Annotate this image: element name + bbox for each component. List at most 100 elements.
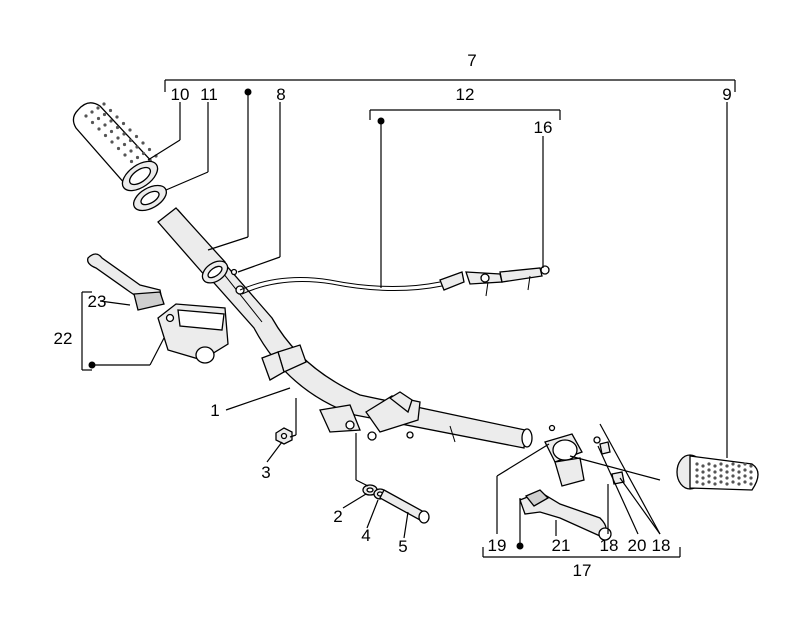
- grip-texture-dot: [749, 470, 753, 474]
- grip-texture-dot: [749, 482, 753, 486]
- grip-texture-dot: [701, 470, 705, 474]
- grip-texture-dot: [719, 468, 723, 472]
- grip-texture-dot: [737, 470, 741, 474]
- grip-texture-dot: [707, 462, 711, 466]
- callout-11: 11: [200, 85, 218, 104]
- grip-texture-dot: [128, 138, 133, 143]
- reference-dot: [244, 88, 252, 96]
- callout-12: 12: [456, 85, 475, 104]
- grip-texture-dot: [115, 125, 120, 130]
- grip-texture-dot: [701, 482, 705, 486]
- grip-texture-dot: [725, 476, 729, 480]
- grip-texture-dot: [743, 480, 747, 484]
- grip-texture-dot: [122, 132, 126, 136]
- grip-texture-dot: [743, 474, 747, 478]
- callout-2: 2: [333, 507, 342, 526]
- grip-texture-dot: [109, 129, 114, 134]
- grip-texture-dot: [695, 468, 699, 472]
- bracket-group-7: [164, 79, 736, 92]
- reference-dot: [88, 361, 96, 369]
- bracket-group-12: [369, 109, 561, 120]
- throttle-tube: [157, 207, 245, 295]
- grip-texture-dot: [97, 127, 101, 131]
- grip-texture-dot: [96, 116, 101, 121]
- grip-texture-dot: [134, 134, 139, 139]
- left-grip: [72, 102, 159, 192]
- reference-dot: [516, 542, 524, 550]
- grip-texture-dot: [749, 476, 753, 480]
- right-lever-assembly: [519, 424, 625, 541]
- callout-5: 5: [398, 537, 407, 556]
- callout-19: 19: [488, 536, 507, 555]
- leader-lines: [92, 92, 728, 546]
- grip-texture-dot: [103, 123, 107, 127]
- callout-18-right: 18: [652, 536, 671, 555]
- grip-texture-dot: [743, 468, 747, 472]
- bracket-group-17: [482, 547, 681, 558]
- grip-texture-dot: [90, 120, 95, 125]
- grip-texture-dot: [707, 474, 711, 478]
- grip-texture-dot: [147, 147, 152, 152]
- grip-texture-dot: [695, 462, 699, 466]
- master-cylinder: [157, 303, 229, 364]
- grip-texture-dot: [129, 159, 134, 164]
- grip-texture-dot: [719, 474, 723, 478]
- grip-texture-dot: [129, 149, 133, 153]
- grip-texture-dot: [731, 474, 735, 478]
- ring-washer: [132, 184, 168, 212]
- grip-texture-dot: [121, 121, 126, 126]
- nut: [275, 427, 293, 445]
- grip-texture-dot: [96, 106, 100, 110]
- grip-texture-dot: [725, 470, 729, 474]
- callout-23: 23: [88, 292, 107, 311]
- callout-16: 16: [534, 118, 553, 137]
- callout-18-left: 18: [600, 536, 619, 555]
- callout-8: 8: [276, 85, 285, 104]
- grip-texture-dot: [122, 142, 127, 147]
- washers-and-bolt: [362, 484, 430, 524]
- grip-texture-dot: [123, 153, 127, 157]
- grip-texture-dot: [713, 476, 717, 480]
- callout-9: 9: [722, 85, 731, 104]
- grip-texture-dot: [737, 482, 741, 486]
- grip-texture-dot: [737, 476, 741, 480]
- grip-texture-dot: [115, 115, 119, 119]
- callout-17: 17: [573, 561, 592, 580]
- callout-20: 20: [628, 536, 647, 555]
- grip-texture-dot: [103, 133, 108, 138]
- grip-texture-dot: [719, 480, 723, 484]
- grip-texture-dot: [737, 464, 741, 468]
- grip-texture-dot: [135, 155, 140, 160]
- callout-1: 1: [210, 401, 219, 420]
- grip-texture-dot: [135, 145, 139, 149]
- callout-22: 22: [54, 329, 73, 348]
- left-brake-lever: [87, 253, 165, 311]
- grip-texture-dot: [719, 462, 723, 466]
- grip-texture-dot: [701, 476, 705, 480]
- grip-texture-dot: [109, 119, 113, 123]
- grip-texture-dot: [725, 482, 729, 486]
- callout-3: 3: [261, 463, 270, 482]
- callout-10: 10: [171, 85, 190, 104]
- grip-texture-dot: [713, 470, 717, 474]
- grip-texture-dot: [128, 128, 132, 132]
- callout-21: 21: [552, 536, 571, 555]
- grip-texture-dot: [695, 480, 699, 484]
- grip-texture-dot: [731, 462, 735, 466]
- grip-texture-dot: [743, 462, 747, 466]
- grip-texture-dot: [701, 464, 705, 468]
- right-grip: [676, 454, 759, 491]
- grip-texture-dot: [707, 468, 711, 472]
- bracket-group-22: [81, 291, 92, 371]
- grip-texture-dot: [90, 110, 94, 114]
- grip-texture-dot: [725, 464, 729, 468]
- grip-texture-dot: [141, 151, 146, 156]
- grip-texture-dot: [749, 464, 753, 468]
- grip-texture-dot: [116, 136, 120, 140]
- grip-texture-dot: [108, 108, 113, 113]
- callout-7: 7: [467, 51, 476, 70]
- grip-texture-dot: [102, 102, 106, 106]
- reference-dot: [377, 117, 385, 125]
